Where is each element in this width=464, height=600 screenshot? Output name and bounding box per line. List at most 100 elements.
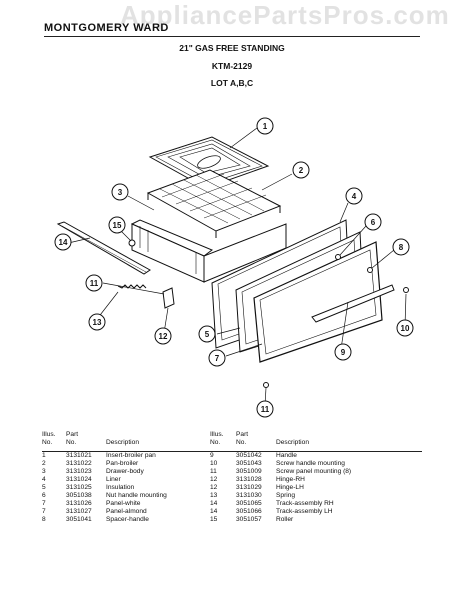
description-cell: Hinge-RH — [276, 476, 305, 483]
header-illus-no: Illus.No. — [42, 431, 66, 452]
description-cell: Track-assembly RH — [276, 500, 334, 507]
gap-cell — [200, 508, 210, 516]
drawer-body — [130, 219, 287, 283]
description-cell: Spring — [276, 492, 296, 499]
callout-label-13: 13 — [93, 318, 102, 327]
description-cell: Hinge-LH — [276, 484, 304, 491]
part-no-cell: 3051043 — [236, 460, 262, 467]
description-cell: Liner — [106, 476, 121, 483]
drawer-handle — [311, 284, 395, 323]
brand-title: MONTGOMERY WARD — [44, 22, 169, 34]
callout-2: 2 — [292, 161, 310, 179]
callout-7: 7 — [208, 349, 226, 367]
description-cell: Pan-broiler — [106, 460, 139, 467]
illus-no-cell: 12 — [210, 476, 218, 483]
part-no-cell: 3051065 — [236, 500, 262, 507]
description-cell: Handle — [276, 452, 297, 459]
header-description: Description — [106, 431, 200, 452]
watermark-text: AppliancePartsPros.com — [120, 0, 450, 30]
drawer-front-panel — [253, 241, 383, 363]
illus-no-cell: 7 — [42, 500, 46, 507]
part-no-cell: 3131030 — [236, 492, 262, 499]
description-cell: Drawer-body — [106, 468, 144, 475]
part-no-cell: 3051057 — [236, 516, 262, 523]
callout-8: 8 — [392, 238, 410, 256]
handle-mounting-nut — [335, 254, 341, 260]
track-assembly — [56, 221, 151, 275]
callout-label-2: 2 — [299, 166, 304, 175]
illus-no-cell: 13 — [210, 492, 218, 499]
callout-11a: 11 — [85, 274, 103, 292]
part-no-cell: 3131028 — [236, 476, 262, 483]
callout-layer: 1 2 3 4 6 8 10 9 5 7 11 12 13 14 15 11 — [54, 117, 414, 418]
part-no-cell: 3131026 — [66, 500, 92, 507]
callout-3: 3 — [111, 183, 129, 201]
callout-11b: 11 — [256, 400, 274, 418]
illus-no-cell: 6 — [42, 492, 46, 499]
description-cell: Panel-white — [106, 500, 141, 507]
part-no-cell: 3051042 — [236, 452, 262, 459]
part-no-cell: 3051009 — [236, 468, 262, 475]
callout-label-10: 10 — [401, 324, 410, 333]
callout-label-11-lower: 11 — [261, 405, 270, 414]
part-no-cell: 3131025 — [66, 484, 92, 491]
gap-cell — [200, 476, 210, 484]
callout-label-11: 11 — [90, 279, 99, 288]
part-no-cell: 3131027 — [66, 508, 92, 515]
illus-no-cell: 11 — [210, 468, 217, 475]
description-cell: Insert-broiler pan — [106, 452, 156, 459]
hinge — [162, 287, 175, 309]
callout-9: 9 — [334, 343, 352, 361]
header-rule — [44, 36, 420, 37]
callout-12: 12 — [154, 327, 172, 345]
callout-label-5: 5 — [205, 330, 210, 339]
panel-mounting-screw — [263, 382, 269, 388]
callout-13: 13 — [88, 313, 106, 331]
callout-6: 6 — [364, 213, 382, 231]
illus-no-cell: 5 — [42, 484, 46, 491]
lot-label: LOT A,B,C — [210, 78, 254, 88]
leader-lines — [63, 127, 407, 406]
header-illus-no-right: Illus.No. — [210, 431, 236, 452]
part-no-cell: 3131029 — [236, 484, 262, 491]
part-no-cell: 3051041 — [66, 516, 92, 523]
illus-no-cell: 4 — [42, 476, 46, 483]
illus-no-cell: 8 — [42, 516, 46, 523]
description-cell: Spacer-handle — [106, 516, 149, 523]
gap-cell — [200, 468, 210, 476]
illus-no-cell: 7 — [42, 508, 46, 515]
gap-cell — [200, 492, 210, 500]
part-no-cell: 3051038 — [66, 492, 92, 499]
callout-label-8: 8 — [399, 243, 404, 252]
illus-no-cell: 12 — [210, 484, 218, 491]
part-no-cell: 3131023 — [66, 468, 92, 475]
model-number: KTM-2129 — [211, 61, 253, 71]
model-description: 21" GAS FREE STANDING — [179, 43, 285, 53]
callout-14: 14 — [54, 233, 72, 251]
roller — [128, 239, 136, 247]
illus-no-cell: 9 — [210, 452, 214, 459]
illus-no-cell: 1 — [42, 452, 46, 459]
part-no-cell: 3051066 — [236, 508, 262, 515]
illus-no-cell: 14 — [210, 508, 218, 515]
description-cell: Track-assembly LH — [276, 508, 333, 515]
exploded-view-diagram — [56, 127, 409, 406]
illus-no-cell: 2 — [42, 460, 46, 467]
callout-label-6: 6 — [371, 218, 376, 227]
callout-15: 15 — [108, 216, 126, 234]
callout-label-3: 3 — [118, 188, 123, 197]
callout-label-14: 14 — [59, 238, 68, 247]
